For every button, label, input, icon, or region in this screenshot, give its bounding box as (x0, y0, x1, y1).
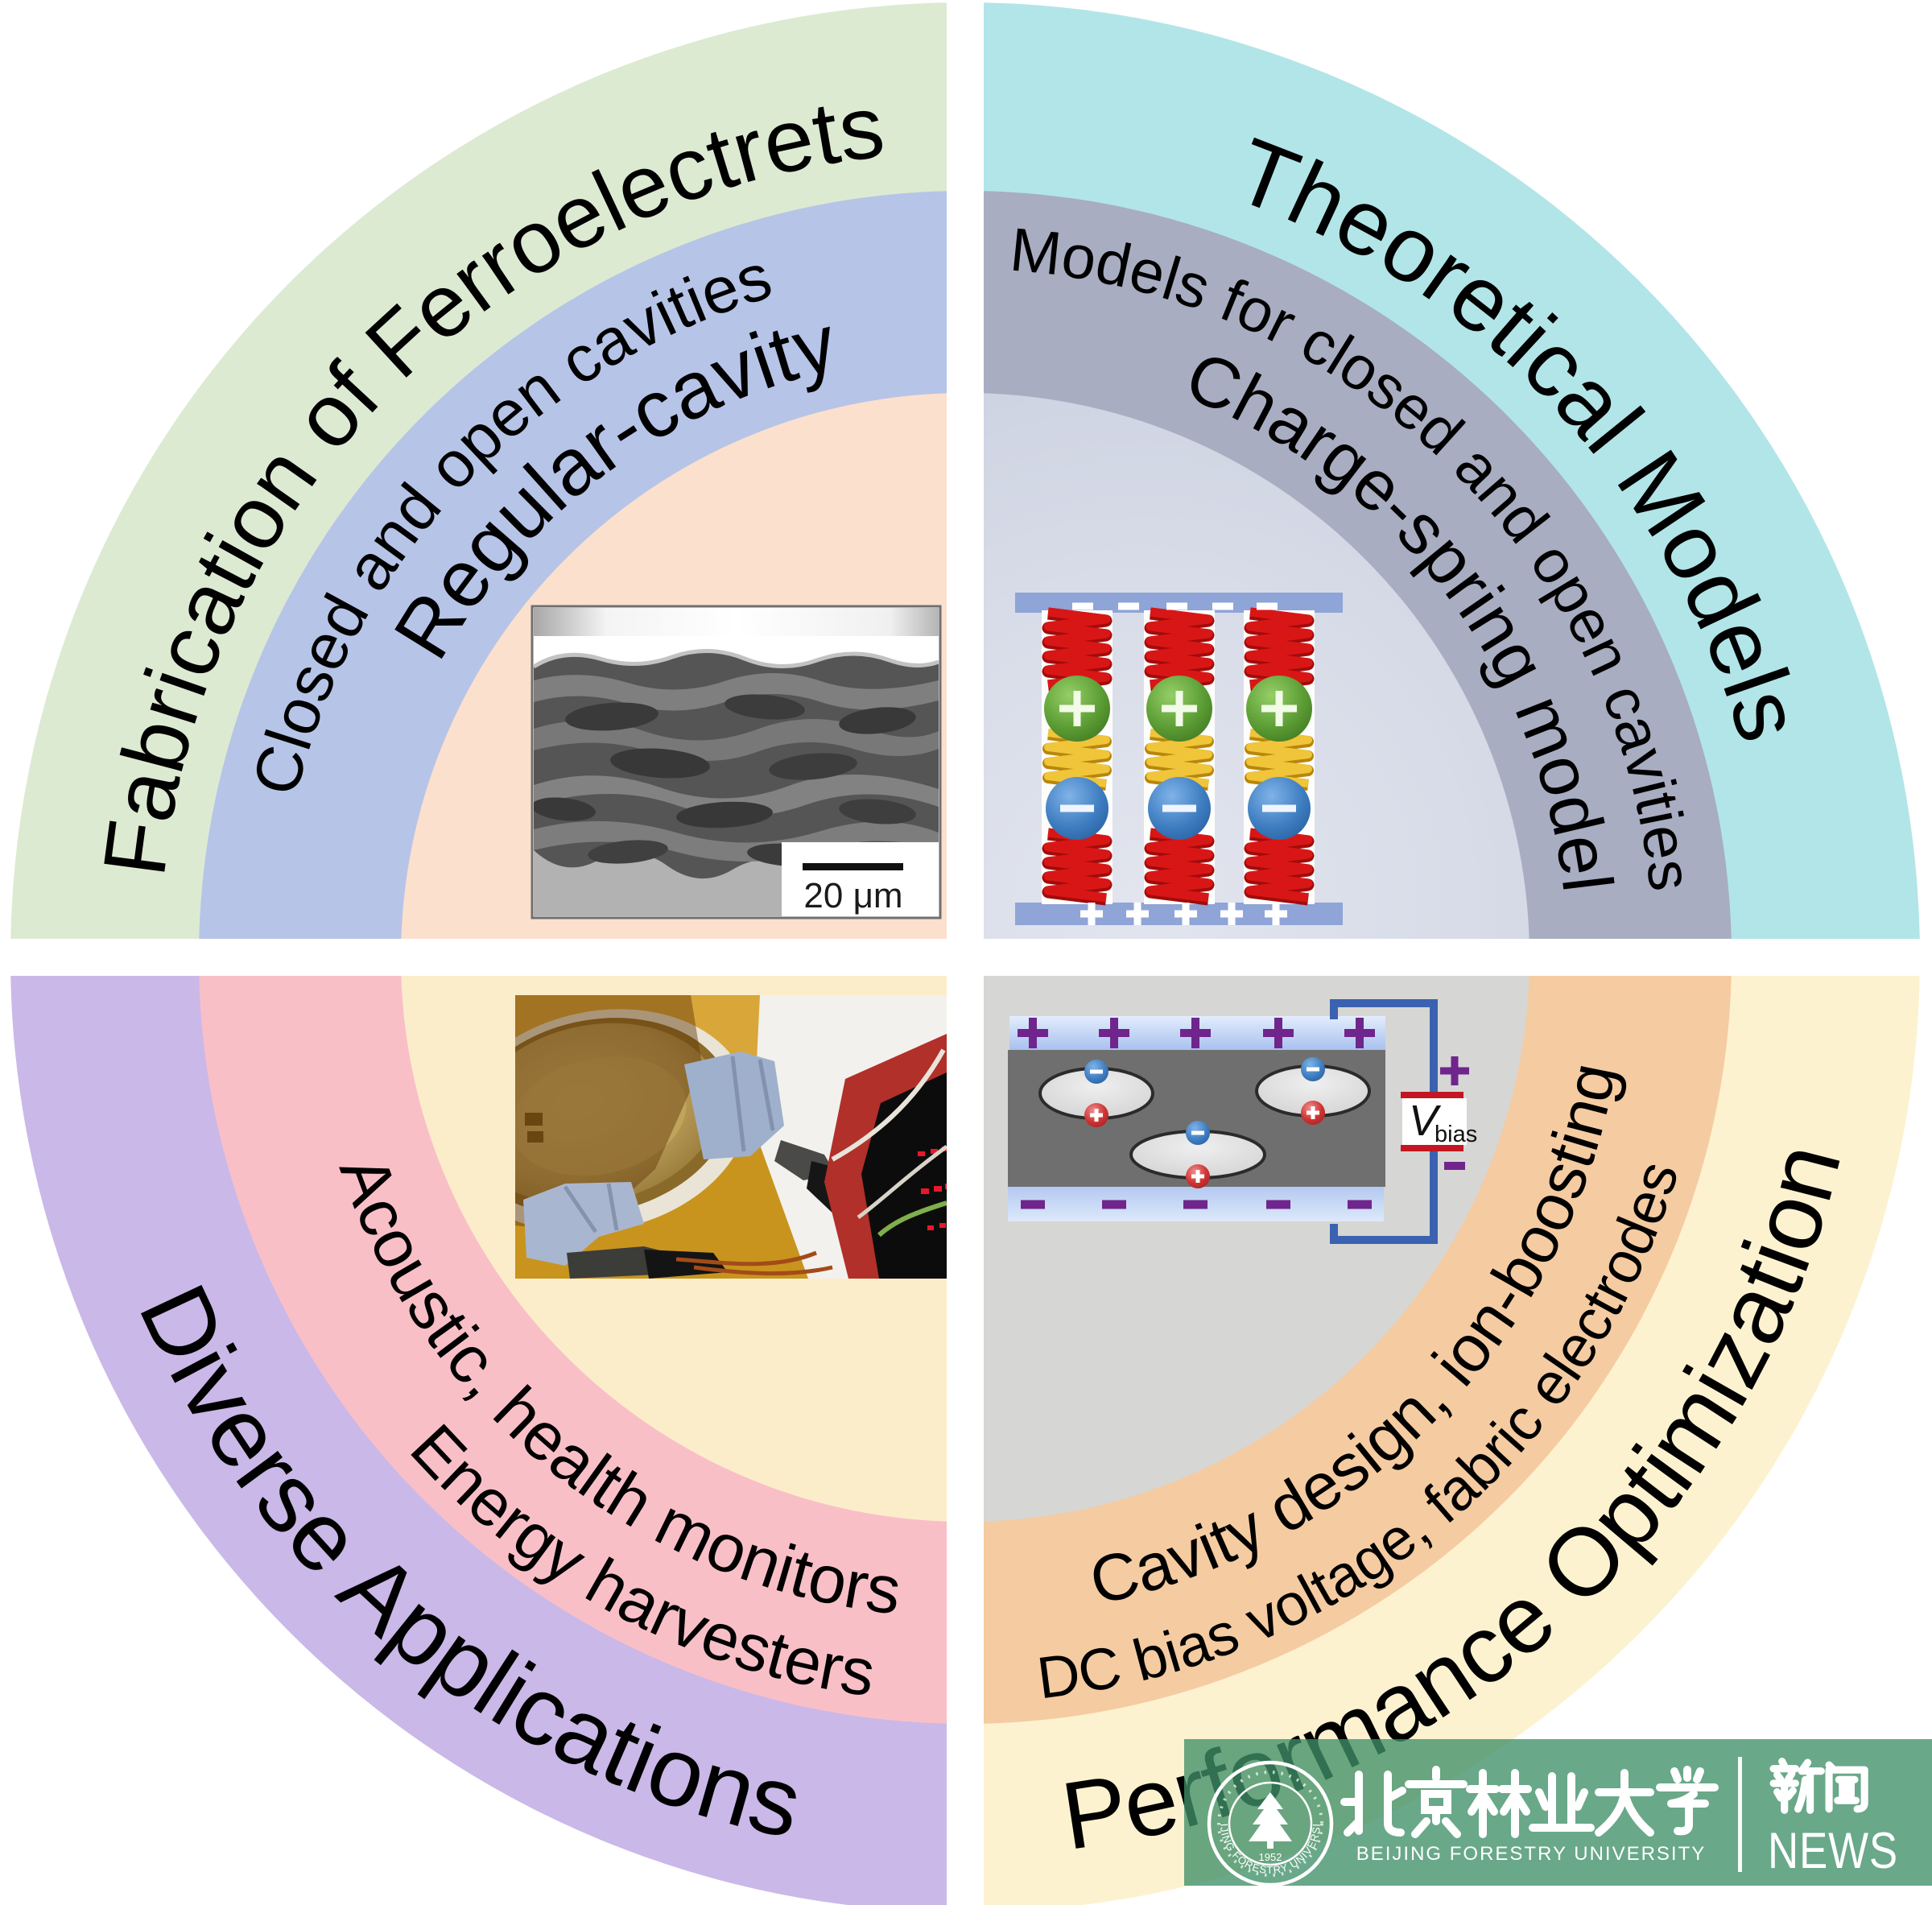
svg-text:NEWS: NEWS (1768, 1823, 1898, 1879)
svg-text:1952: 1952 (1259, 1851, 1282, 1863)
svg-text:20 μm: 20 μm (803, 876, 902, 915)
svg-text:BEIJING FORESTRY UNIVERSITY: BEIJING FORESTRY UNIVERSITY (1356, 1843, 1707, 1865)
svg-text:bias: bias (1435, 1122, 1477, 1147)
svg-text:V: V (1409, 1097, 1442, 1145)
